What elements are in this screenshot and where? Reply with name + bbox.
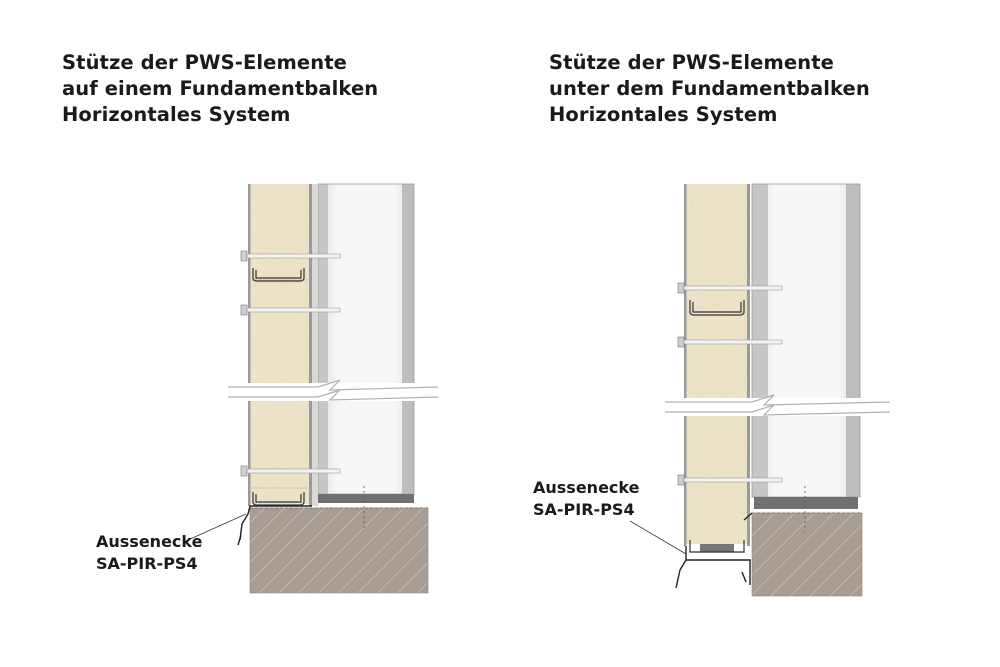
title-right-line-3: Horizontales System xyxy=(549,103,778,126)
title-left-line-3: Horizontales System xyxy=(62,103,291,126)
break-line-right xyxy=(665,394,891,416)
screw-left-3 xyxy=(240,465,341,477)
label-right-line-2: SA-PIR-PS4 xyxy=(533,500,635,519)
title-left-line-1: Stütze der PWS-Elemente xyxy=(62,51,347,74)
base-plate-right xyxy=(754,497,858,509)
break-line-left xyxy=(228,379,439,401)
sandwich-panel-left xyxy=(248,184,318,506)
steel-column-left xyxy=(317,183,415,530)
omega-profile-left-bottom xyxy=(252,492,305,506)
corner-flashing-left xyxy=(237,505,312,546)
bottom-profile-right xyxy=(689,540,745,553)
title-right-line-2: unter dem Fundamentbalken xyxy=(549,77,870,100)
screw-right-2 xyxy=(677,336,783,348)
omega-profile-left-top xyxy=(252,268,305,282)
base-plate-left xyxy=(318,494,414,503)
screw-left-1 xyxy=(240,250,341,262)
screw-left-2 xyxy=(240,304,341,316)
left-detail xyxy=(187,183,439,594)
title-left: Stütze der PWS-Elemente auf einem Fundam… xyxy=(62,50,378,128)
label-left-line-1: Aussenecke xyxy=(96,532,203,551)
foundation-beam-right xyxy=(752,513,862,596)
foundation-beam-left xyxy=(250,508,428,593)
label-left: Aussenecke SA-PIR-PS4 xyxy=(96,531,202,575)
omega-profile-right-top xyxy=(689,300,745,316)
title-right: Stütze der PWS-Elemente unter dem Fundam… xyxy=(549,50,870,128)
label-right-line-1: Aussenecke xyxy=(533,478,640,497)
leader-left xyxy=(187,513,247,541)
screw-right-1 xyxy=(677,282,783,294)
title-left-line-2: auf einem Fundamentbalken xyxy=(62,77,379,100)
sandwich-panel-right xyxy=(684,184,750,546)
label-right: Aussenecke SA-PIR-PS4 xyxy=(533,477,639,521)
screw-right-3 xyxy=(677,474,783,486)
corner-flashing-right xyxy=(675,512,753,589)
title-right-line-1: Stütze der PWS-Elemente xyxy=(549,51,834,74)
leader-right xyxy=(629,520,687,555)
label-left-line-2: SA-PIR-PS4 xyxy=(96,554,198,573)
right-detail xyxy=(629,183,891,597)
